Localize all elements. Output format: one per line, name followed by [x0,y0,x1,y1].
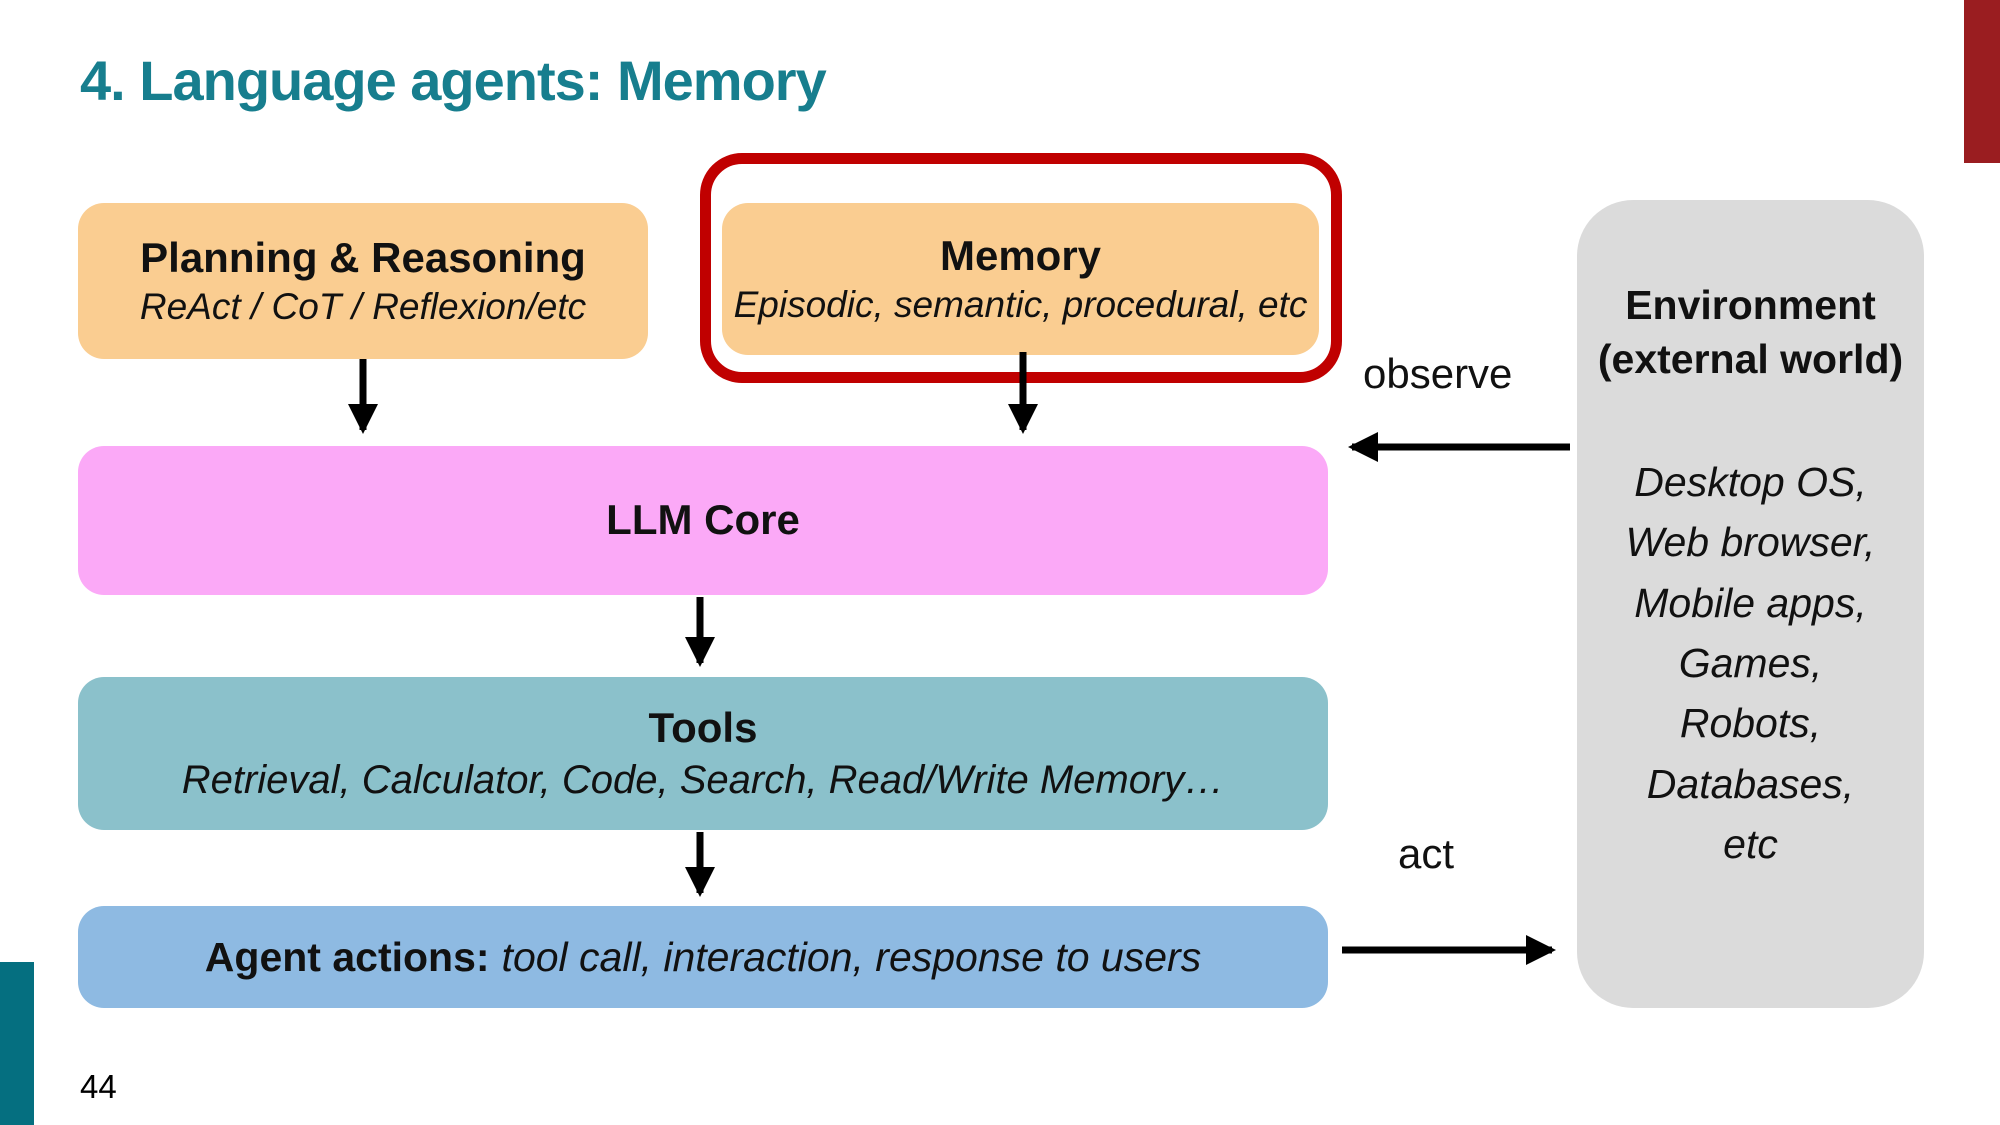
llm-core-title: LLM Core [606,496,800,544]
observe-label: observe [1363,350,1513,397]
environment-item: Databases, [1646,760,1855,807]
planning-reasoning-title: Planning & Reasoning [140,233,586,281]
environment-title-line1: Environment [1625,282,1876,328]
environment-item: Games, [1678,640,1823,687]
llm-core-box: LLM Core [78,446,1328,595]
agent-actions-box: Agent actions: tool call, interaction, r… [78,906,1328,1008]
tools-subtitle: Retrieval, Calculator, Code, Search, Rea… [181,757,1225,802]
top-right-accent-bar [1964,0,2000,163]
tools-title: Tools [648,704,758,752]
environment-title: Environment (external world) [1598,278,1903,386]
act-label: act [1398,830,1455,877]
memory-title: Memory [939,231,1102,279]
agent-actions-label-bold: Agent actions: [204,933,490,980]
environment-item: Desktop OS, [1634,459,1867,506]
environment-item: etc [1723,820,1778,867]
environment-item: Web browser, [1625,519,1876,566]
memory-subtitle: Episodic, semantic, procedural, etc [733,284,1308,326]
environment-item: Robots, [1679,700,1822,747]
memory-box: Memory Episodic, semantic, procedural, e… [722,203,1319,355]
environment-items: Desktop OS, Web browser, Mobile apps, Ga… [1626,452,1876,874]
environment-box: Environment (external world) Desktop OS,… [1577,200,1924,1008]
slide-title: 4. Language agents: Memory [80,49,827,112]
agent-actions-label-italic: tool call, interaction, response to user… [501,933,1202,980]
bottom-left-accent-bar [0,962,34,1125]
environment-title-line2: (external world) [1597,336,1904,383]
planning-reasoning-subtitle: ReAct / CoT / Reflexion/etc [139,286,587,328]
page-number: 44 [80,1068,117,1105]
planning-reasoning-box: Planning & Reasoning ReAct / CoT / Refle… [78,203,648,359]
tools-box: Tools Retrieval, Calculator, Code, Searc… [78,677,1328,830]
environment-item: Mobile apps, [1634,579,1867,626]
